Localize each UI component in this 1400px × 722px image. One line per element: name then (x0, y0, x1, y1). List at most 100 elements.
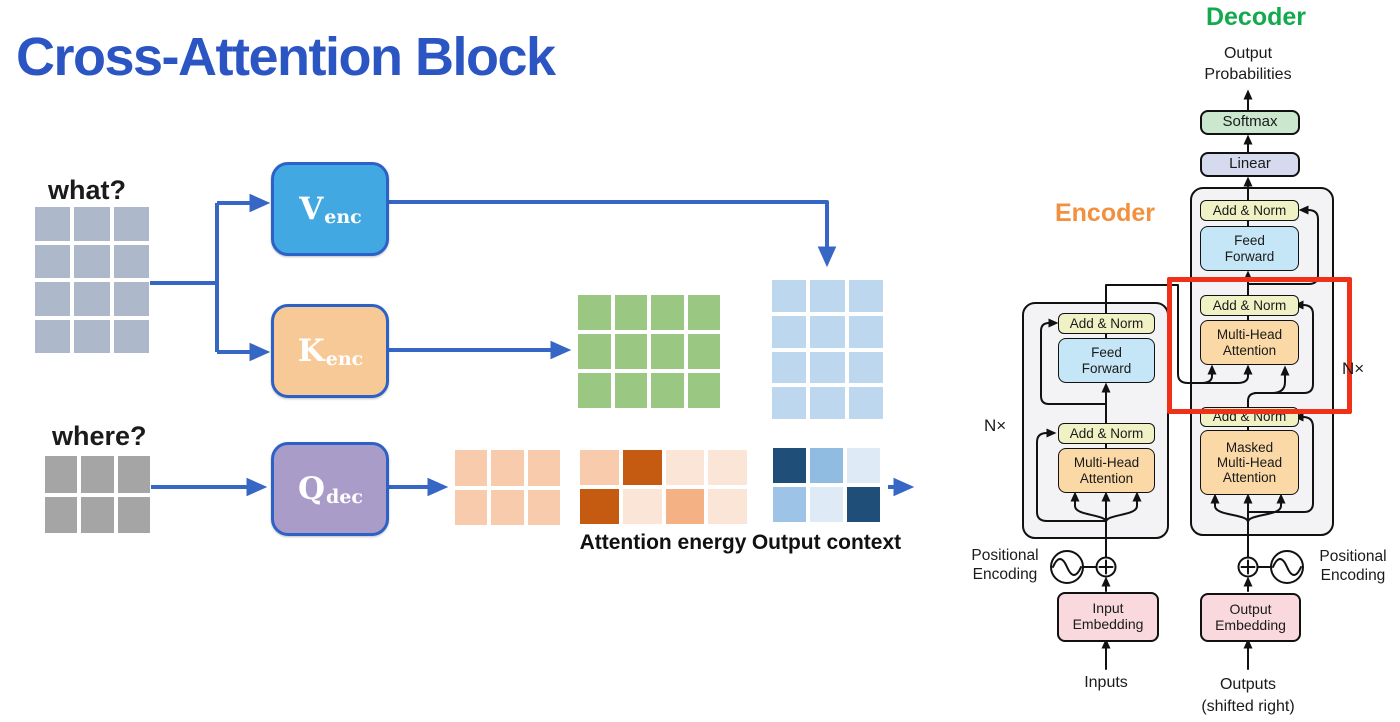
matrix-cell (848, 280, 883, 312)
encoder-add-norm-self: Add & Norm (1058, 423, 1155, 444)
matrix-cell (113, 207, 149, 241)
matrix-cell (580, 450, 619, 485)
matrix-cell (772, 315, 807, 348)
matrix-cell (455, 489, 488, 525)
plus-symbol-left (1095, 556, 1117, 578)
output-embedding-box: Output Embedding (1200, 593, 1301, 642)
cross-attention-highlight (1167, 277, 1352, 414)
matrix-cell (45, 456, 78, 493)
matrix-cell (772, 280, 807, 312)
matrix-cell (622, 489, 662, 524)
linear-box: Linear (1200, 152, 1300, 177)
matrix-cell (847, 487, 880, 522)
v-enc-sub: enc (324, 205, 362, 228)
matrix-cell (35, 207, 71, 241)
matrix-cell (614, 334, 647, 369)
matrix-cell (491, 489, 524, 525)
positional-encoding-label-right: Positional Encoding (1319, 548, 1387, 585)
matrix-cell (810, 387, 845, 419)
matrix-cell (81, 496, 114, 533)
matrix-cell (117, 496, 150, 533)
matrix-cell (580, 489, 619, 524)
input-embedding-box: Input Embedding (1057, 592, 1159, 642)
decoder-label: Decoder (1205, 3, 1307, 31)
sine-symbol-right (1270, 550, 1304, 584)
n-times-label-encoder: N× (984, 416, 1007, 435)
matrix-cell (848, 387, 883, 419)
matrix-cell (810, 351, 845, 384)
query-matrix (455, 450, 560, 525)
inputs-label: Inputs (1084, 674, 1128, 691)
value-matrix (772, 280, 883, 419)
matrix-cell (113, 319, 149, 353)
output-context-label: Output context (751, 531, 902, 554)
where-matrix (45, 456, 150, 533)
what-label: what? (48, 175, 126, 205)
matrix-cell (45, 496, 78, 533)
encoder-add-norm-top: Add & Norm (1058, 313, 1155, 334)
outputs-label: Outputs (shifted right) (1201, 676, 1295, 715)
matrix-cell (614, 373, 647, 408)
decoder-add-norm-top: Add & Norm (1200, 200, 1299, 221)
matrix-cell (113, 282, 149, 316)
matrix-cell (687, 295, 720, 330)
decoder-feed-forward: Feed Forward (1200, 226, 1299, 271)
matrix-cell (651, 295, 684, 330)
matrix-cell (772, 351, 807, 384)
matrix-cell (622, 450, 662, 485)
encoder-feed-forward: Feed Forward (1058, 338, 1155, 383)
matrix-cell (113, 244, 149, 278)
matrix-cell (117, 456, 150, 493)
attention-energy-label: Attention energy (579, 531, 747, 554)
matrix-cell (651, 334, 684, 369)
matrix-cell (578, 334, 611, 369)
softmax-box: Softmax (1200, 110, 1300, 135)
matrix-cell (74, 319, 110, 353)
k-enc-main: K (297, 332, 325, 369)
arrow-v-to-context (383, 200, 837, 268)
matrix-cell (848, 351, 883, 384)
matrix-cell (773, 487, 806, 522)
matrix-cell (687, 334, 720, 369)
matrix-cell (810, 280, 845, 312)
matrix-cell (455, 450, 488, 486)
key-matrix (578, 295, 720, 408)
matrix-cell (651, 373, 684, 408)
matrix-cell (810, 487, 843, 522)
matrix-cell (578, 295, 611, 330)
matrix-cell (687, 373, 720, 408)
sine-symbol-left (1050, 550, 1084, 584)
matrix-cell (772, 387, 807, 419)
matrix-cell (848, 315, 883, 348)
encoder-label: Encoder (1054, 199, 1156, 227)
matrix-cell (74, 207, 110, 241)
matrix-cell (81, 456, 114, 493)
matrix-cell (773, 448, 806, 483)
v-enc-main: V (299, 190, 324, 227)
q-dec-sub: dec (326, 485, 363, 508)
matrix-cell (74, 282, 110, 316)
matrix-cell (578, 373, 611, 408)
what-split-line (150, 203, 219, 352)
matrix-cell (614, 295, 647, 330)
page-title: Cross-Attention Block (16, 27, 556, 87)
matrix-cell (491, 450, 524, 486)
what-matrix (35, 207, 149, 353)
where-label: where? (52, 421, 147, 451)
matrix-cell (665, 450, 705, 485)
output-probabilities-label: Output Probabilities (1204, 45, 1292, 83)
matrix-cell (708, 450, 747, 485)
q-dec-main: Q (298, 470, 326, 507)
matrix-cell (708, 489, 747, 524)
matrix-cell (527, 450, 560, 486)
attention-energy-matrix (580, 450, 747, 524)
positional-encoding-label-left: Positional Encoding (971, 547, 1039, 584)
output-context-matrix (773, 448, 880, 522)
encoder-self-attention: Multi-Head Attention (1058, 448, 1155, 493)
matrix-cell (527, 489, 560, 525)
n-times-label-decoder: N× (1342, 359, 1365, 378)
